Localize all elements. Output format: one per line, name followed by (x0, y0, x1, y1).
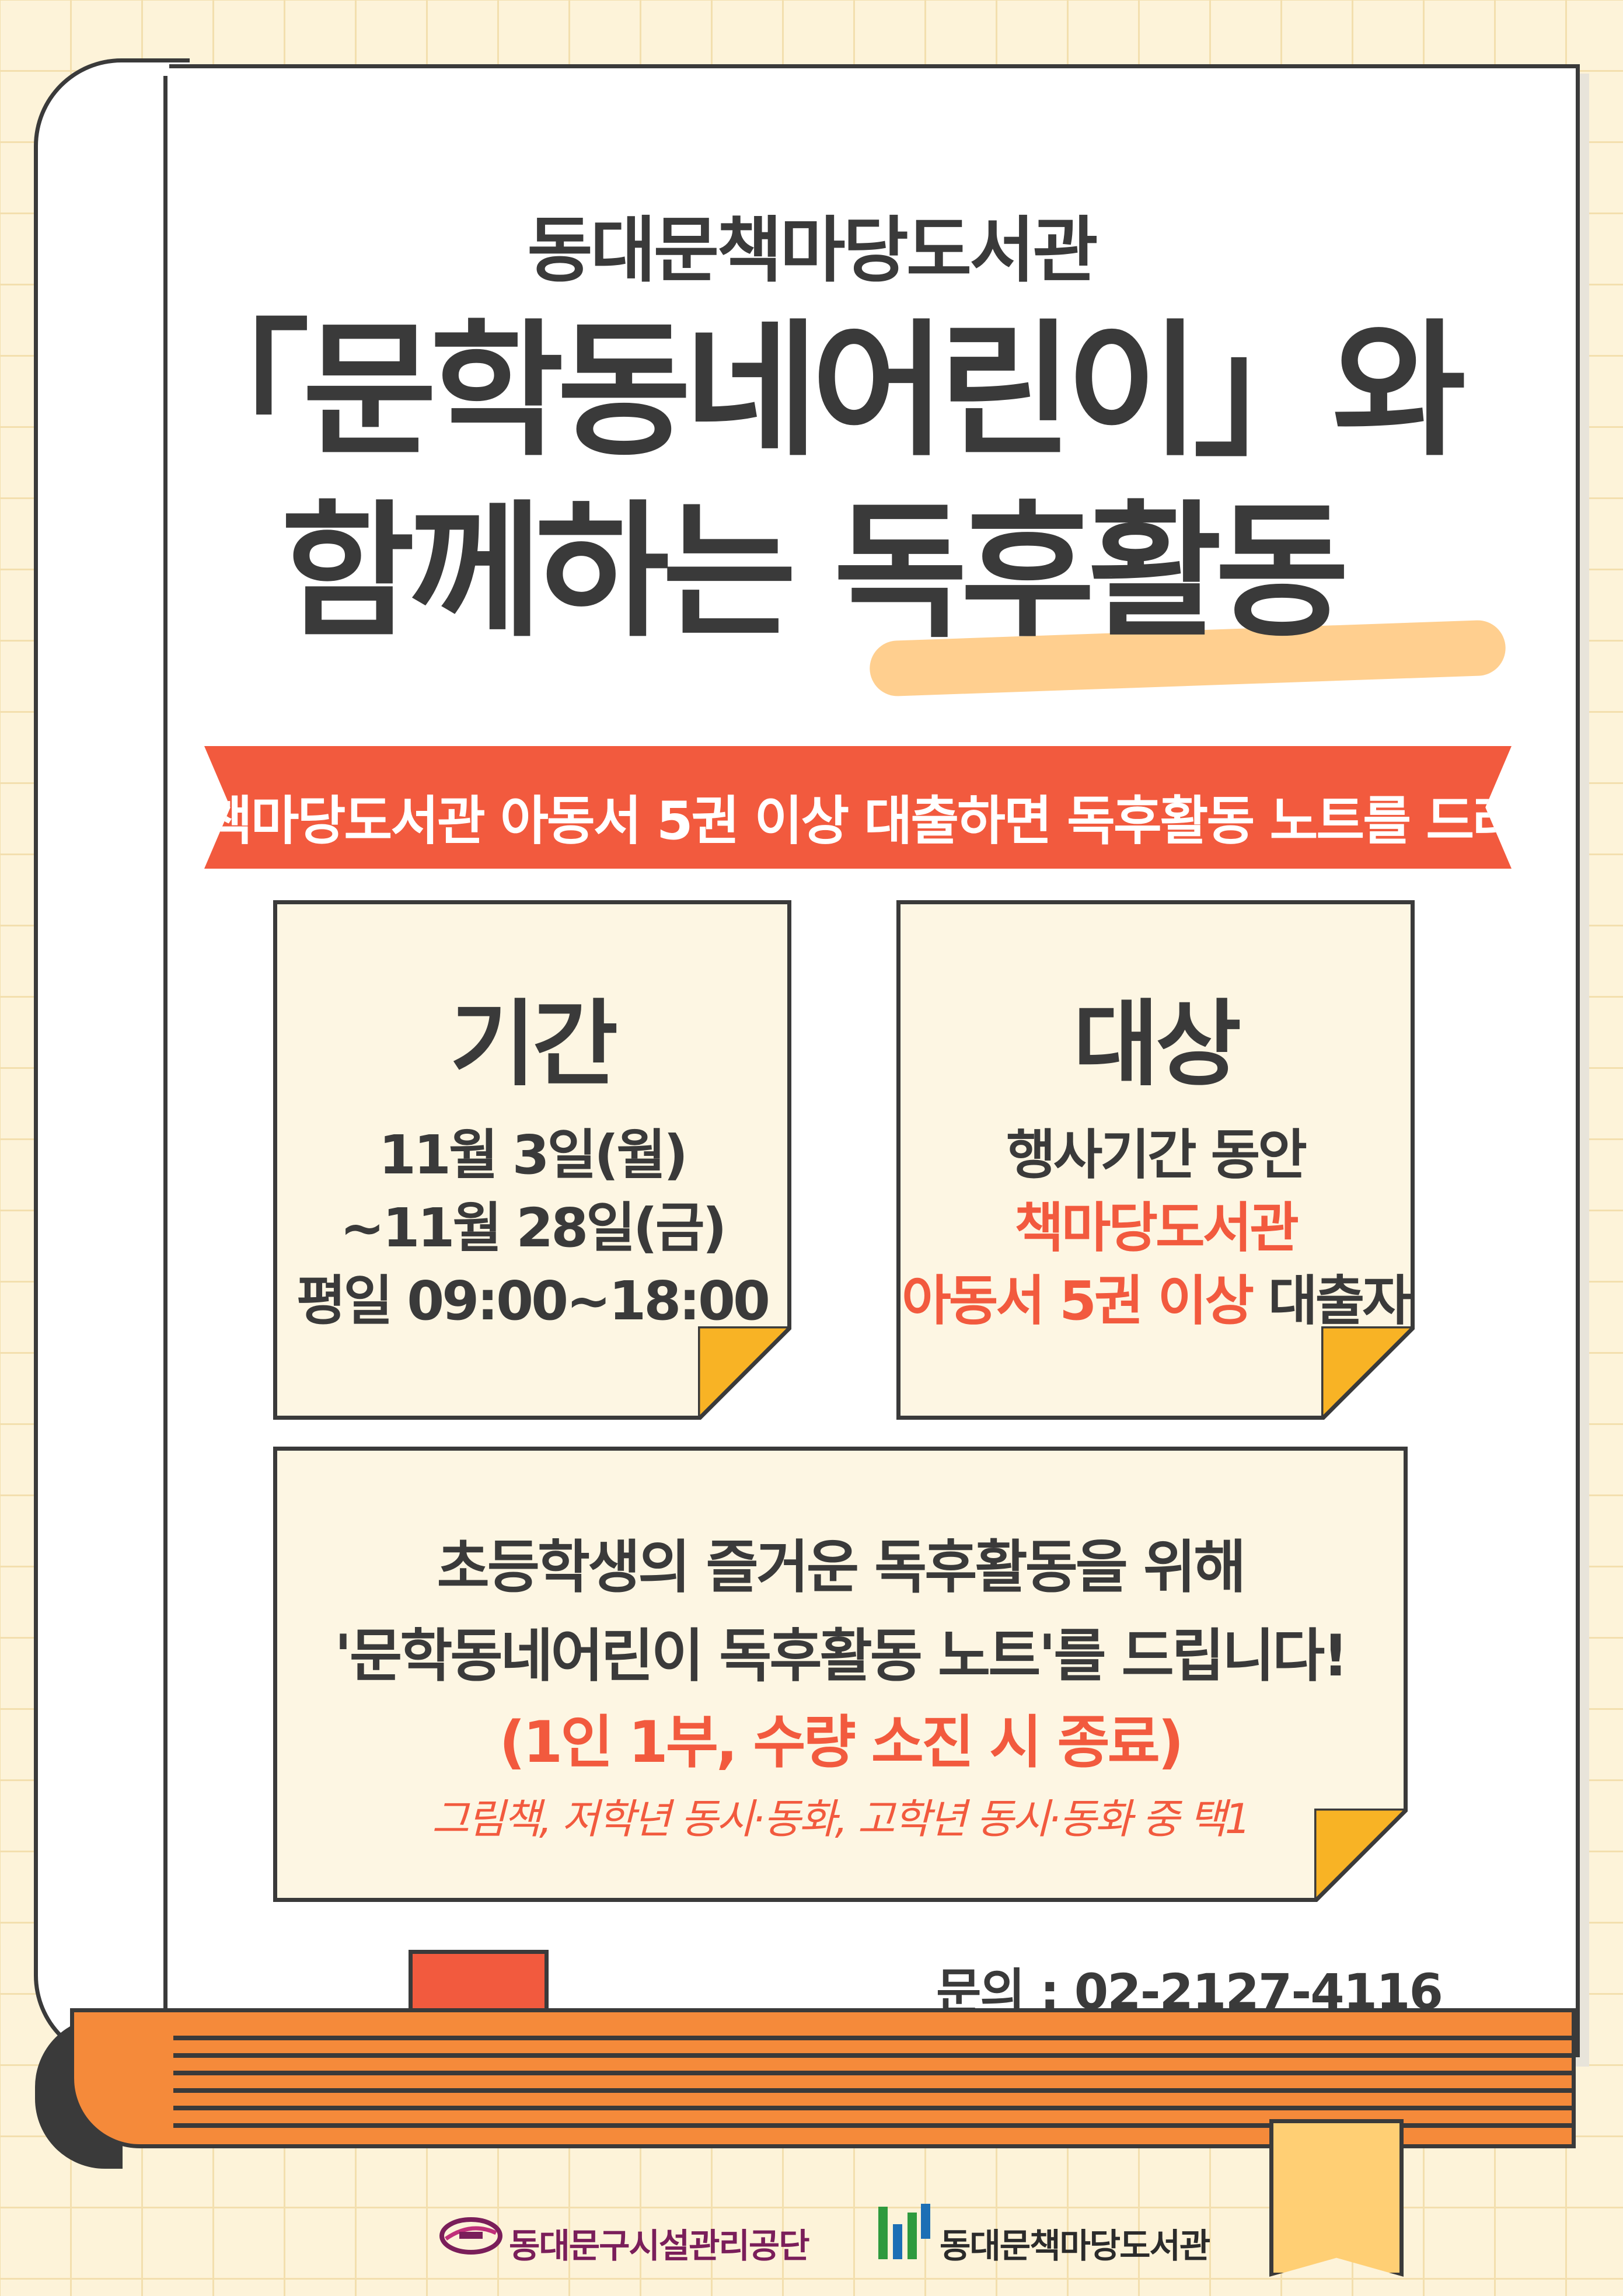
main-title-line2: 함께하는 독후활동 (280, 487, 1349, 657)
period-note: 기간 11월 3일(월) ~11월 28일(금) 평일 09:00~18:00 (273, 900, 791, 1420)
info-line1: 초등학생의 즐거운 독후활동을 위해 (437, 1534, 1247, 1601)
folded-corner-icon (698, 1326, 791, 1420)
target-line2: 책마당도서관 (1014, 1197, 1299, 1259)
corp-logo-text: 동대문구시설관리공단 (509, 2226, 810, 2266)
announcement-banner: 책마당도서관 아동서 5권 이상 대출하면 독후활동 노트를 드려요! (204, 746, 1512, 869)
main-title-line1: 「문학동네어린이」와 (163, 306, 1467, 476)
bookmark-yellow (1269, 2119, 1404, 2277)
info-note: 초등학생의 즐거운 독후활동을 위해 '문학동네어린이 독후활동 노트'를 드립… (273, 1447, 1408, 1902)
target-line3: 아동서 5권 이상 대출자 (900, 1257, 1412, 1335)
target-note: 대상 행사기간 동안 책마당도서관 아동서 5권 이상 대출자 (896, 900, 1415, 1420)
folded-corner-icon (1321, 1326, 1415, 1420)
library-name: 동대문책마당도서관 (527, 209, 1098, 292)
corp-logo-icon (439, 2215, 503, 2259)
spine-line (163, 76, 167, 2037)
library-logo-icon (875, 2201, 934, 2267)
period-heading: 기간 (449, 990, 618, 1099)
info-line4: 그림책, 저학년 동시·동화, 고학년 동시·동화 중 택1 (431, 1795, 1251, 1843)
library-logo-text: 동대문책마당도서관 (940, 2226, 1210, 2266)
target-line3-highlight: 아동서 5권 이상 (902, 1270, 1254, 1332)
target-line1: 행사기간 동안 (1006, 1124, 1307, 1186)
info-line3: (1인 1부, 수량 소진 시 종료) (499, 1709, 1184, 1776)
info-line2: '문학동네어린이 독후활동 노트'를 드립니다! (334, 1623, 1349, 1689)
period-line3: 평일 09:00~18:00 (296, 1270, 770, 1332)
banner-text: 책마당도서관 아동서 5권 이상 대출하면 독후활동 노트를 드려요! (204, 790, 1588, 852)
target-heading: 대상 (1073, 990, 1241, 1099)
period-line1: 11월 3일(월) (378, 1124, 688, 1186)
period-line2: ~11월 28일(금) (340, 1197, 727, 1259)
folded-corner-icon (1314, 1809, 1408, 1902)
target-line3-rest: 대출자 (1251, 1270, 1412, 1332)
